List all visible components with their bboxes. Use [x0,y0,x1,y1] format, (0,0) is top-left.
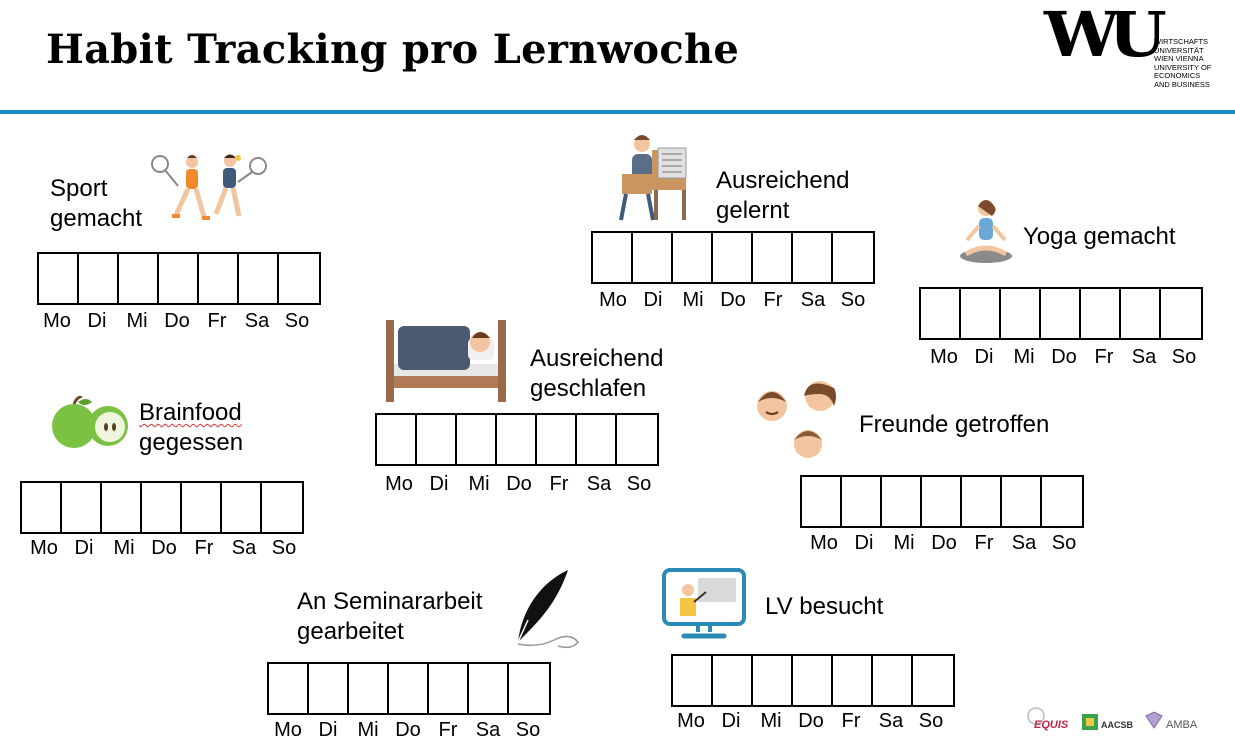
day-checkbox[interactable] [537,415,577,464]
tracker-grid-lv [671,654,955,707]
day-checkbox[interactable] [961,289,1001,338]
day-checkbox[interactable] [833,233,873,282]
day-checkbox[interactable] [389,664,429,713]
day-checkbox[interactable] [1081,289,1121,338]
presentation-monitor-icon [662,568,746,639]
day-checkbox[interactable] [1042,477,1082,526]
day-checkbox[interactable] [593,233,633,282]
day-checkbox[interactable] [349,664,389,713]
day-checkbox[interactable] [239,254,279,303]
habit-label-lv: LV besucht [765,593,884,620]
accreditation-logos-icon: EQUIS AACSB AMBA [1027,707,1198,731]
day-checkbox[interactable] [469,664,509,713]
day-checkbox[interactable] [269,664,309,713]
day-checkbox[interactable] [842,477,882,526]
equis-text: EQUIS [1034,719,1069,731]
day-checkbox[interactable] [119,254,159,303]
tracker-grid-schlafen [375,413,659,466]
page-title: Habit Tracking pro Lernwoche [46,26,740,73]
day-checkbox[interactable] [802,477,842,526]
habit-label-yoga: Yoga gemacht [1023,223,1176,250]
day-checkbox[interactable] [617,415,657,464]
day-checkbox[interactable] [497,415,537,464]
day-checkbox[interactable] [921,289,961,338]
day-checkbox[interactable] [913,656,953,705]
day-checkbox[interactable] [509,664,549,713]
day-checkbox[interactable] [673,233,713,282]
day-checkbox[interactable] [182,483,222,532]
day-checkbox[interactable] [753,233,793,282]
day-checkbox[interactable] [1121,289,1161,338]
apple-icon [52,396,128,448]
header-divider [0,110,1235,114]
day-checkbox[interactable] [713,233,753,282]
day-checkbox[interactable] [1161,289,1201,338]
accreditation-badges: EQUIS AACSB AMBA [1024,706,1212,740]
day-checkbox[interactable] [417,415,457,464]
quill-feather-icon [517,570,579,649]
day-checkbox[interactable] [793,656,833,705]
amba-text: AMBA [1166,719,1198,731]
day-checkbox[interactable] [429,664,469,713]
friends-faces-icon [757,381,836,458]
day-checkbox[interactable] [882,477,922,526]
habit-label-freunde: Freunde getroffen [859,411,1050,438]
day-checkbox[interactable] [62,483,102,532]
day-checkbox[interactable] [673,656,713,705]
day-checkbox[interactable] [457,415,497,464]
day-checkbox[interactable] [79,254,119,303]
logo-mark: WU [1044,0,1167,71]
day-checkbox[interactable] [793,233,833,282]
day-checkbox[interactable] [833,656,873,705]
day-checkbox[interactable] [199,254,239,303]
day-checkbox[interactable] [873,656,913,705]
day-checkbox[interactable] [577,415,617,464]
day-checkbox[interactable] [1001,289,1041,338]
day-checkbox[interactable] [222,483,262,532]
day-checkbox[interactable] [1041,289,1081,338]
aacsb-text: AACSB [1101,720,1134,730]
tracker-grid-seminar [267,662,551,715]
tracker-grid-freunde [800,475,1084,528]
tracker-grid-sport [37,252,321,305]
day-checkbox[interactable] [713,656,753,705]
day-checkbox[interactable] [922,477,962,526]
tracker-grid-brainfood [20,481,304,534]
day-checkbox[interactable] [142,483,182,532]
wu-logo: WU WIRTSCHAFTS UNIVERSITÄT WIEN VIENNA U… [1040,4,1220,96]
day-checkbox[interactable] [22,483,62,532]
day-checkbox[interactable] [753,656,793,705]
day-checkbox[interactable] [102,483,142,532]
logo-subtitle: WIRTSCHAFTS UNIVERSITÄT WIEN VIENNA UNIV… [1154,37,1212,89]
tennis-players-icon [151,154,267,220]
day-checkbox[interactable] [962,477,1002,526]
tracker-grid-gelernt [591,231,875,284]
day-checkbox[interactable] [1002,477,1042,526]
day-checkbox[interactable] [262,483,302,532]
day-checkbox[interactable] [309,664,349,713]
day-checkbox[interactable] [633,233,673,282]
day-checkbox[interactable] [279,254,319,303]
sleeping-in-bed-icon [386,320,506,402]
day-checkbox[interactable] [39,254,79,303]
day-checkbox[interactable] [377,415,417,464]
day-checkbox[interactable] [159,254,199,303]
yoga-person-icon [960,200,1012,263]
studying-person-icon [619,135,687,221]
tracker-grid-yoga [919,287,1203,340]
